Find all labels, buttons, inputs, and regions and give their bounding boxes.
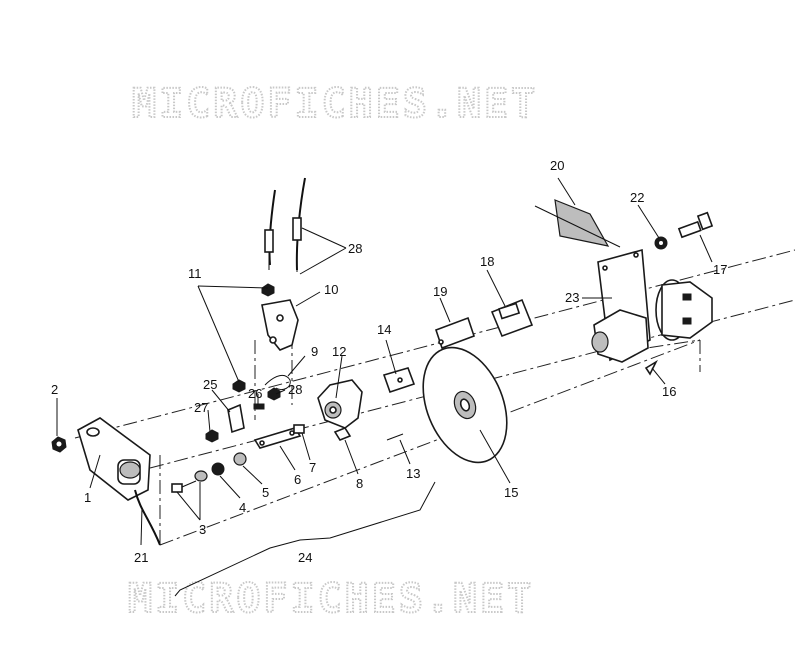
callout-15: 15	[504, 485, 518, 500]
part-20-plate	[554, 199, 610, 247]
part-28-cables	[264, 177, 306, 272]
part-5-washer	[233, 452, 247, 466]
part-10-lever	[261, 299, 299, 351]
part-2-nut	[51, 436, 67, 453]
callout-16: 16	[662, 384, 676, 399]
leader-lines	[56, 177, 713, 546]
callout-9: 9	[311, 344, 318, 359]
part-17-bolt	[677, 211, 714, 239]
part-24-group-bracket	[174, 481, 436, 597]
part-28-nut	[267, 387, 281, 401]
callout-2: 2	[51, 382, 58, 397]
callout-13: 13	[406, 466, 420, 481]
callout-7: 7	[309, 460, 316, 475]
callout-27: 27	[194, 400, 208, 415]
callout-21: 21	[134, 550, 148, 565]
callout-12: 12	[332, 344, 346, 359]
callout-1: 1	[84, 490, 91, 505]
callout-25: 25	[203, 377, 217, 392]
watermark-bottom: MICROFICHES.NET	[128, 576, 534, 622]
part-7-pin	[293, 424, 305, 434]
callout-6: 6	[294, 472, 301, 487]
callout-18: 18	[480, 254, 494, 269]
callout-23: 23	[565, 290, 579, 305]
callout-10: 10	[324, 282, 338, 297]
callout-24: 24	[298, 550, 312, 565]
part-18-block	[490, 298, 534, 338]
callout-8: 8	[356, 476, 363, 491]
part-3-bolt	[171, 480, 197, 493]
part-9-spring	[264, 374, 291, 391]
callout-26: 26	[248, 386, 262, 401]
callout-28-upper: 28	[348, 241, 362, 256]
part-13-pin	[386, 433, 404, 441]
callout-20: 20	[550, 158, 564, 173]
part-hub-assembly	[655, 279, 713, 341]
part-16-key	[644, 359, 658, 376]
part-25-bracket	[227, 403, 245, 434]
callout-19: 19	[433, 284, 447, 299]
part-26-screw	[253, 403, 265, 410]
callout-28-lower: 28	[288, 382, 302, 397]
callout-17: 17	[713, 262, 727, 277]
callout-labels: 2 1 3 4 5 6 7 8 9 10 11 12 13 14 15 16 1…	[51, 158, 727, 565]
part-3-bushing	[194, 470, 208, 482]
callout-22: 22	[630, 190, 644, 205]
callout-3: 3	[199, 522, 206, 537]
part-1-bracket	[77, 417, 151, 501]
part-11-nut-upper	[261, 283, 275, 297]
part-23-bearing	[591, 309, 649, 363]
part-21-cable	[134, 489, 161, 546]
callout-11: 11	[188, 266, 202, 281]
part-27-nut	[205, 429, 219, 443]
part-19-block	[434, 316, 476, 350]
part-8-clip	[333, 427, 352, 441]
part-11-nut-lower	[232, 379, 246, 393]
watermark-top: MICROFICHES.NET	[132, 81, 538, 127]
part-4-spacer	[211, 462, 225, 476]
callout-5: 5	[262, 485, 269, 500]
part-15-disc	[422, 346, 508, 464]
callout-4: 4	[239, 500, 246, 515]
part-14-block	[382, 367, 416, 394]
part-12-housing	[317, 379, 363, 429]
callout-14: 14	[377, 322, 391, 337]
